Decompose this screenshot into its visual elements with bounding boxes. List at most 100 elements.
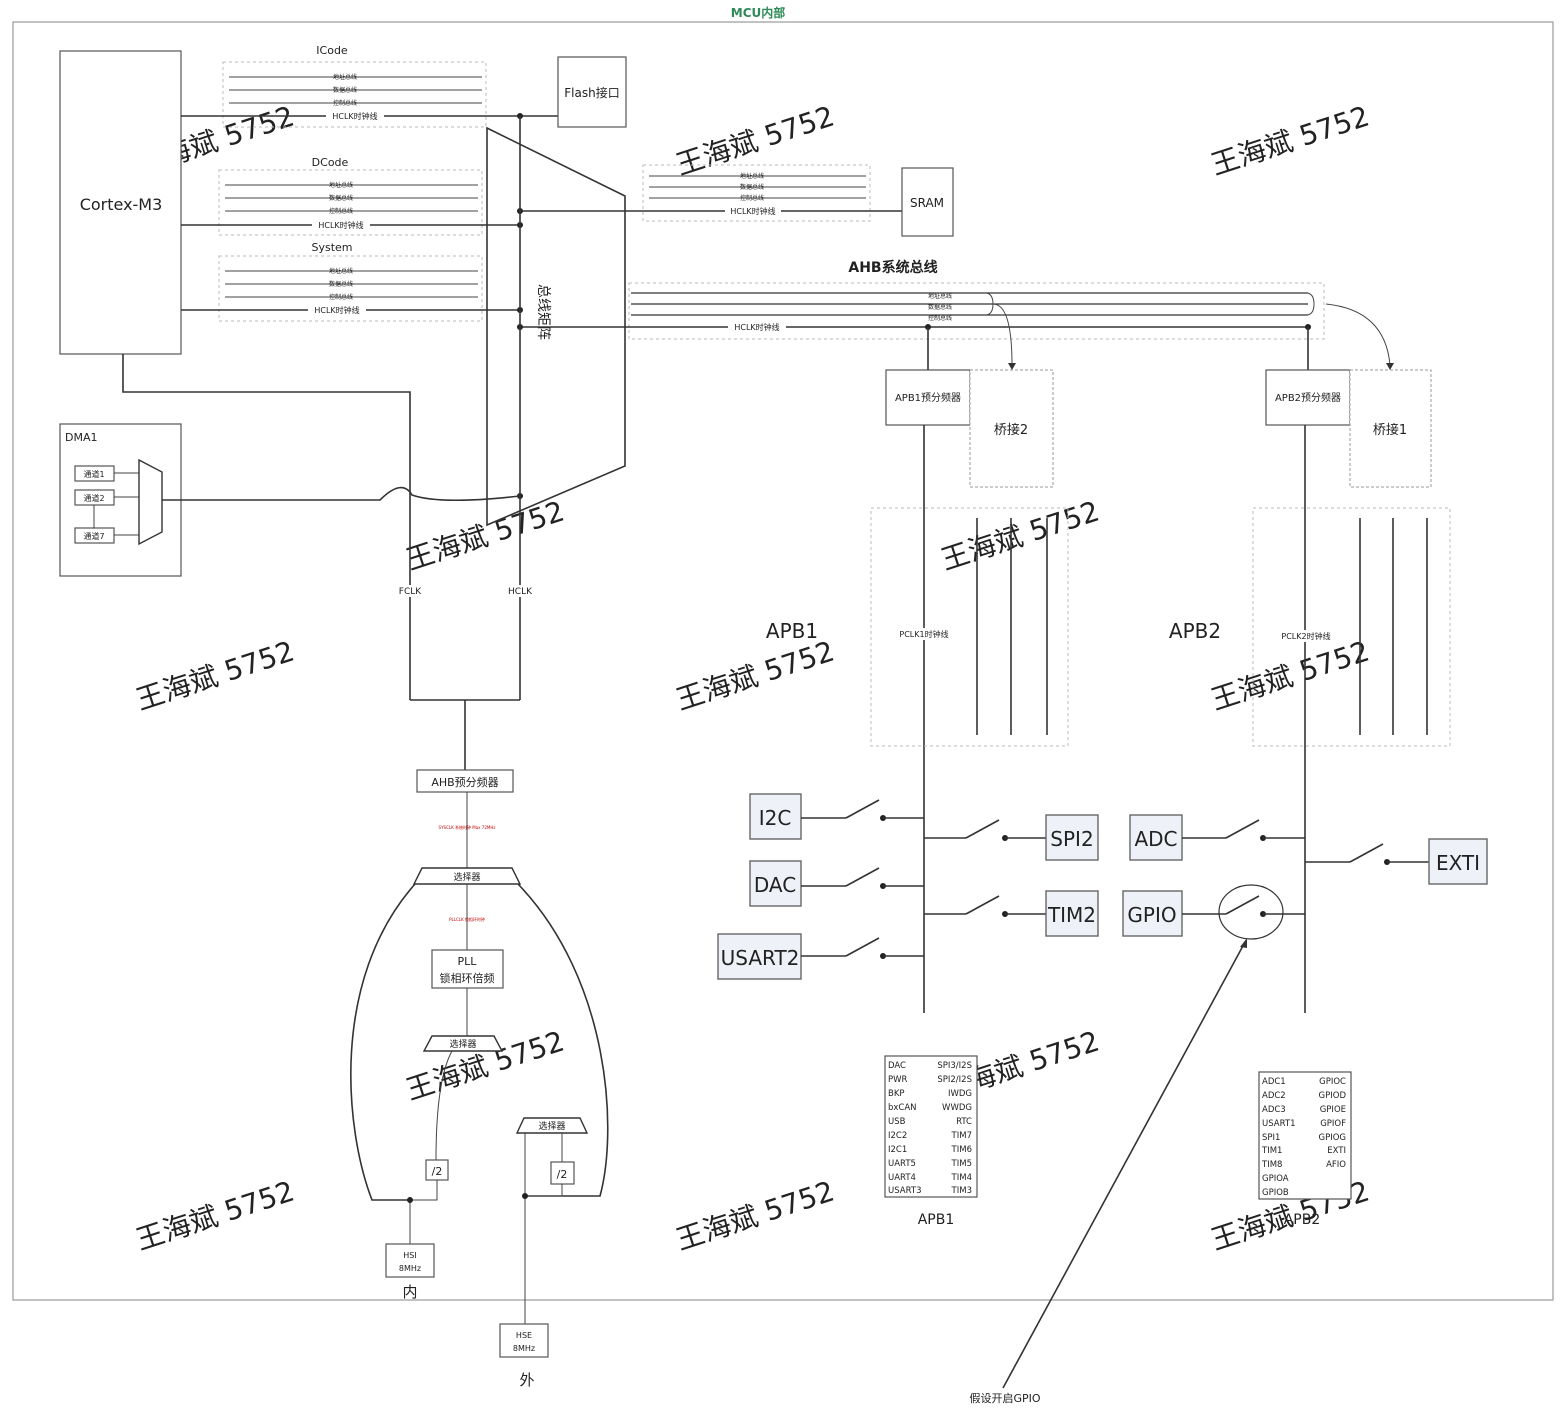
apb1-list-item: TIM6 — [951, 1145, 972, 1155]
apb2-list-item: USART1 — [1262, 1119, 1295, 1129]
i2c-box — [749, 793, 802, 840]
watermark: 王海斌 5752 — [672, 635, 838, 717]
apb1-list-item: DAC — [888, 1061, 906, 1071]
watermark: 王海斌 5752 — [1207, 100, 1373, 182]
pll-label-1: PLL — [458, 955, 478, 968]
sram-hclk-line: HCLK时钟线 — [730, 206, 775, 216]
pllclk-note: PLLCLK 锁相环时钟 — [449, 916, 485, 922]
fclk-label: FCLK — [399, 587, 422, 597]
exti-switch — [1349, 843, 1384, 863]
hclk-label: HCLK — [508, 587, 533, 597]
dcode-data-line: 数据总线 — [329, 194, 353, 202]
dcode-label: DCode — [312, 156, 349, 169]
usart2-box — [717, 933, 802, 980]
apb2-list-item: GPIOF — [1320, 1119, 1346, 1129]
hsi-div2-label: /2 — [432, 1165, 443, 1178]
apb1-list-item: TIM3 — [951, 1186, 972, 1196]
exti-box — [1428, 838, 1488, 885]
hsi-box — [385, 1243, 435, 1278]
tim2-switch — [965, 895, 1000, 915]
bridge2-label: 桥接2 — [994, 422, 1028, 438]
watermark: 王海斌 5752 — [1207, 635, 1373, 717]
dcode-hclk-line: HCLK时钟线 — [318, 220, 363, 230]
hse-selector — [515, 1117, 589, 1134]
dac-box — [749, 860, 802, 907]
apb1-list-item: I2C1 — [888, 1145, 907, 1155]
bus-matrix-label: 总线矩阵 — [535, 284, 551, 340]
system-bus-group — [218, 255, 483, 322]
apb1-list-item: bxCAN — [888, 1103, 917, 1113]
ahb-hclk-line: HCLK时钟线 — [734, 322, 779, 332]
icode-ctrl-line: 控制总线 — [333, 99, 357, 107]
spi2-label: SPI2 — [1050, 827, 1093, 851]
ahb-ctrl-line: 控制总线 — [928, 314, 952, 322]
apb1-list-item: UART5 — [888, 1159, 916, 1169]
apb2-list-left: ADC1 ADC2 ADC3 USART1 SPI1 TIM1 TIM8 GPI… — [1261, 1077, 1295, 1198]
apb1-list-item: RTC — [956, 1117, 972, 1127]
sram-label: SRAM — [910, 196, 944, 210]
apb2-list-item: GPIOD — [1319, 1091, 1347, 1101]
apb2-list-item: TIM1 — [1261, 1146, 1282, 1156]
ahb-addr-line: 地址总线 — [928, 292, 952, 300]
adc-switch — [1225, 819, 1260, 839]
watermarks: 王海斌 5752 王海斌 5752 王海斌 5752 王海斌 5752 王海斌 … — [132, 100, 1373, 1257]
dcode-ctrl-line: 控制总线 — [329, 207, 353, 215]
apb2-list-item: EXTI — [1327, 1146, 1346, 1156]
ahb-bus-group — [628, 282, 1325, 340]
adc-label: ADC — [1134, 827, 1177, 851]
gpio-switch — [1225, 895, 1260, 915]
apb1-list-right: SPI3/I2S SPI2/I2S IWDG WWDG RTC TIM7 TIM… — [937, 1061, 972, 1196]
usart2-label: USART2 — [721, 946, 800, 970]
pll-label-2: 锁相环倍频 — [440, 971, 495, 985]
spi2-switch — [965, 819, 1000, 839]
pclk2-line-label: PCLK2时钟线 — [1281, 631, 1330, 641]
apb2-list-item: ADC2 — [1262, 1091, 1286, 1101]
apb2-list-item: ADC3 — [1262, 1105, 1286, 1115]
gpio-note-arrow — [1002, 943, 1245, 1389]
hse-box — [499, 1323, 549, 1358]
system-data-line: 数据总线 — [329, 280, 353, 288]
hse-name: HSE — [516, 1331, 532, 1340]
pll-source-selector — [422, 1035, 504, 1052]
watermark: 王海斌 5752 — [937, 495, 1103, 577]
watermark: 王海斌 5752 — [132, 1175, 298, 1257]
apb1-prescaler-label: APB1预分频器 — [895, 391, 961, 404]
apb1-list-item: I2C2 — [888, 1131, 907, 1141]
gpio-note: 假设开启GPIO — [969, 1391, 1040, 1405]
apb1-list-item: USB — [888, 1117, 906, 1127]
sysclk-note: SYSCLK 系统时钟 Max 72MHz — [439, 824, 496, 830]
system-ctrl-line: 控制总线 — [329, 293, 353, 301]
apb2-list-right: GPIOC GPIOD GPIOE GPIOF GPIOG EXTI AFIO — [1319, 1077, 1347, 1170]
bridge1-box — [1349, 369, 1432, 488]
apb1-list-item: TIM5 — [951, 1159, 972, 1169]
apb1-list-item: PWR — [888, 1075, 908, 1085]
apb1-list-item: WWDG — [942, 1103, 972, 1113]
apb1-peripheral-list — [884, 1055, 978, 1198]
apb1-list-item: UART4 — [888, 1173, 916, 1183]
sysclk-selector-label: 选择器 — [453, 871, 480, 883]
dcode-addr-line: 地址总线 — [329, 181, 353, 189]
apb2-list-item: GPIOB — [1262, 1188, 1289, 1198]
sram-addr-line: 地址总线 — [740, 172, 764, 180]
sram-bus-group — [642, 164, 871, 222]
exti-label: EXTI — [1436, 851, 1480, 875]
icode-data-line: 数据总线 — [333, 86, 357, 94]
usart2-switch — [845, 937, 880, 957]
hse-label: 外 — [519, 1371, 534, 1389]
flash-interface-box — [557, 56, 627, 128]
icode-label: ICode — [316, 44, 348, 57]
dma-channel-7-label: 通道7 — [83, 531, 104, 541]
dma-channel-2-label: 通道2 — [83, 493, 104, 503]
mcu-frame — [12, 21, 1554, 1301]
sram-data-line: 数据总线 — [740, 183, 764, 191]
apb1-list-item: TIM7 — [951, 1131, 972, 1141]
apb2-list-item: GPIOC — [1319, 1077, 1346, 1087]
watermark: 王海斌 5752 — [402, 495, 568, 577]
hse-freq: 8MHz — [513, 1344, 535, 1353]
dma-mux — [138, 458, 163, 546]
watermark: 王海斌 5752 — [672, 100, 838, 182]
apb2-list-item: AFIO — [1326, 1160, 1346, 1170]
apb2-label: APB2 — [1169, 619, 1221, 643]
system-label: System — [311, 241, 352, 254]
dac-switch — [845, 867, 880, 887]
